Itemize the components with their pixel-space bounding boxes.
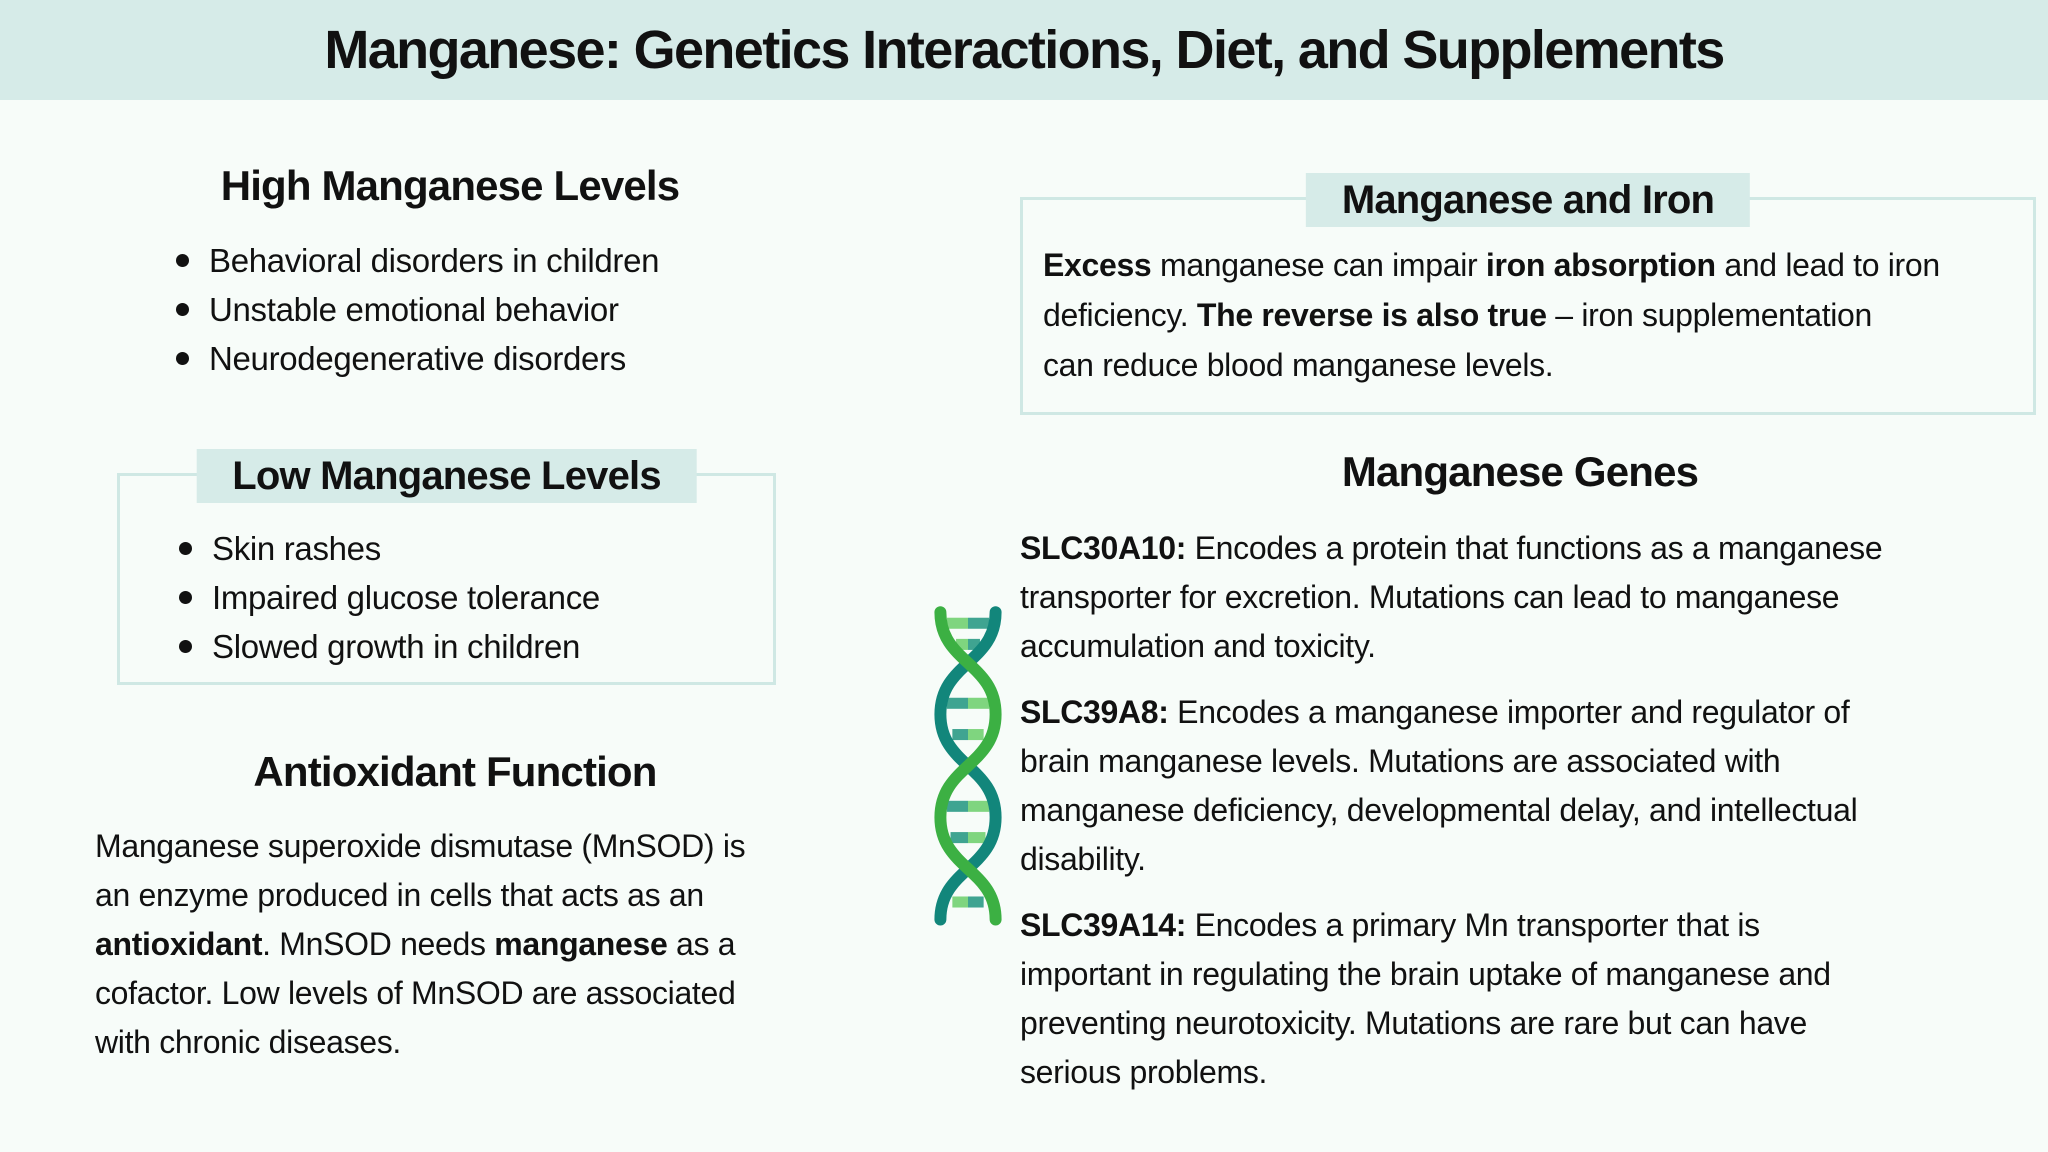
manganese-iron-title: Manganese and Iron — [1305, 173, 1751, 227]
page-title: Manganese: Genetics Interactions, Diet, … — [324, 20, 1725, 80]
high-manganese-section: High Manganese Levels Behavioral disorde… — [90, 162, 810, 383]
gene-entry: SLC39A8: Encodes a manganese importer an… — [1020, 694, 1858, 877]
antioxidant-title: Antioxidant Function — [253, 748, 657, 795]
list-item: Skin rashes — [179, 524, 773, 573]
list-item: Neurodegenerative disorders — [176, 334, 810, 383]
gene-entry: SLC39A14: Encodes a primary Mn transport… — [1020, 907, 1831, 1090]
antioxidant-paragraph: Manganese superoxide dismutase (MnSOD) i… — [95, 828, 746, 1060]
list-item: Slowed growth in children — [179, 622, 773, 671]
list-item: Unstable emotional behavior — [176, 285, 810, 334]
high-manganese-list: Behavioral disorders in children Unstabl… — [90, 236, 810, 383]
antioxidant-section: Antioxidant Function Manganese superoxid… — [75, 748, 835, 1067]
low-manganese-list: Skin rashes Impaired glucose tolerance S… — [120, 524, 773, 671]
manganese-genes-title: Manganese Genes — [1341, 448, 1699, 495]
dna-icon — [922, 592, 1014, 936]
gene-entry: SLC30A10: Encodes a protein that functio… — [1020, 530, 1883, 664]
list-item: Behavioral disorders in children — [176, 236, 810, 285]
high-manganese-title: High Manganese Levels — [220, 162, 680, 209]
low-manganese-box: Low Manganese Levels Skin rashes Impaire… — [117, 449, 776, 685]
header-band: Manganese: Genetics Interactions, Diet, … — [0, 0, 2048, 100]
list-item: Impaired glucose tolerance — [179, 573, 773, 622]
manganese-iron-paragraph: Excess manganese can impair iron absorpt… — [1043, 247, 1940, 383]
gene-descriptions: SLC30A10: Encodes a protein that functio… — [1020, 524, 2020, 1097]
dna-rungs — [946, 617, 990, 908]
manganese-iron-box: Manganese and Iron Excess manganese can … — [1020, 173, 2036, 415]
dna-strand-green — [934, 606, 1002, 926]
manganese-genes-section: Manganese Genes SLC30A10: Encodes a prot… — [1020, 448, 2020, 1114]
low-manganese-title: Low Manganese Levels — [196, 449, 697, 503]
